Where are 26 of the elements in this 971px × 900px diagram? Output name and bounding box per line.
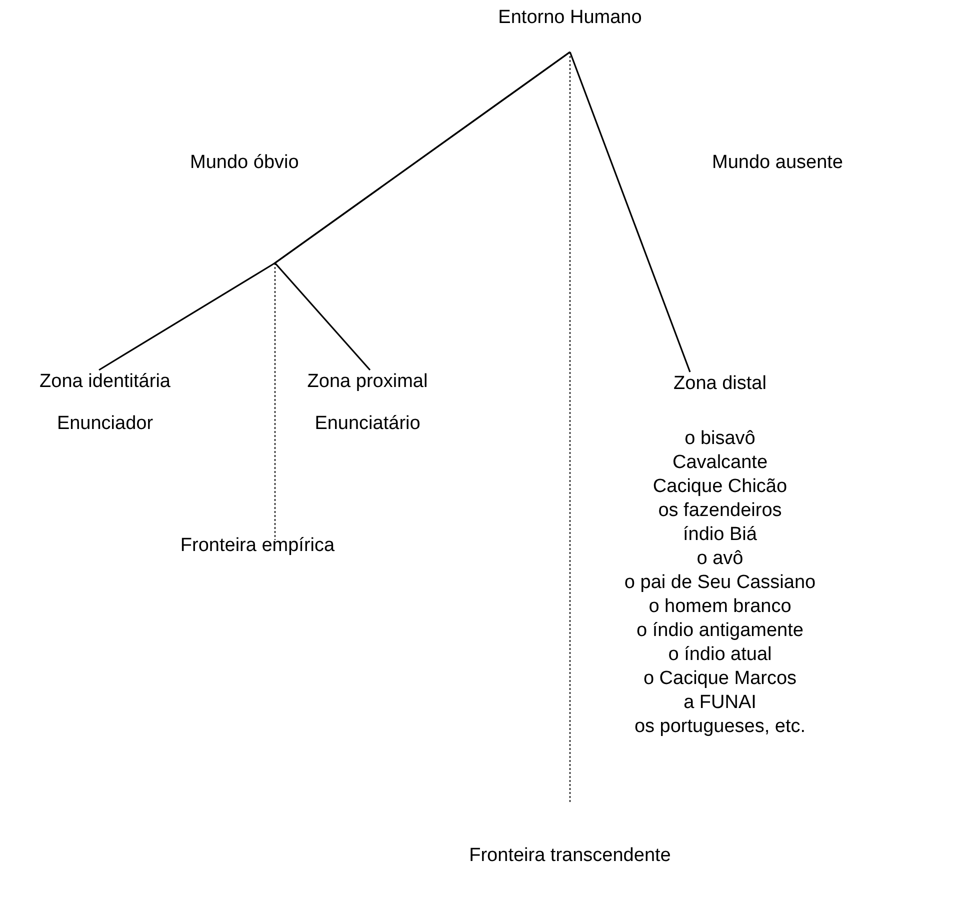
zone-label: Fronteira empírica — [180, 534, 335, 558]
branch-line — [569, 52, 691, 372]
actor-label: índio Biá — [682, 523, 758, 547]
actor-label: o pai de Seu Cassiano — [623, 571, 817, 595]
zone-label: Fronteira transcendente — [469, 844, 671, 868]
zone-label: Zona proximal — [307, 370, 428, 394]
edge-label: Mundo óbvio — [190, 151, 299, 175]
actor-label: Enunciador — [56, 412, 154, 436]
actor-label: Enunciatário — [314, 412, 422, 436]
actor-label: o homem branco — [648, 595, 792, 619]
actor-label: o índio antigamente — [636, 619, 804, 643]
actor-label: a FUNAI — [682, 691, 758, 715]
edge-label: Mundo ausente — [712, 151, 843, 175]
actor-label: o índio atual — [667, 643, 773, 667]
actor-label: Cavalcante — [671, 451, 769, 475]
actor-label: o Cacique Marcos — [642, 667, 798, 691]
zone-label: Entorno Humano — [498, 6, 642, 30]
actor-label: os fazendeiros — [657, 499, 783, 523]
zone-label: Zona identitária — [40, 370, 170, 394]
actor-label: Cacique Chicão — [652, 475, 788, 499]
actor-label: os portugueses, etc. — [633, 715, 807, 739]
dotted-boundary-line — [274, 262, 276, 540]
zone-label: Zona distal — [674, 372, 766, 396]
actor-label: o bisavô — [684, 427, 756, 451]
branch-line — [274, 51, 570, 371]
actor-label: o avô — [696, 547, 744, 571]
